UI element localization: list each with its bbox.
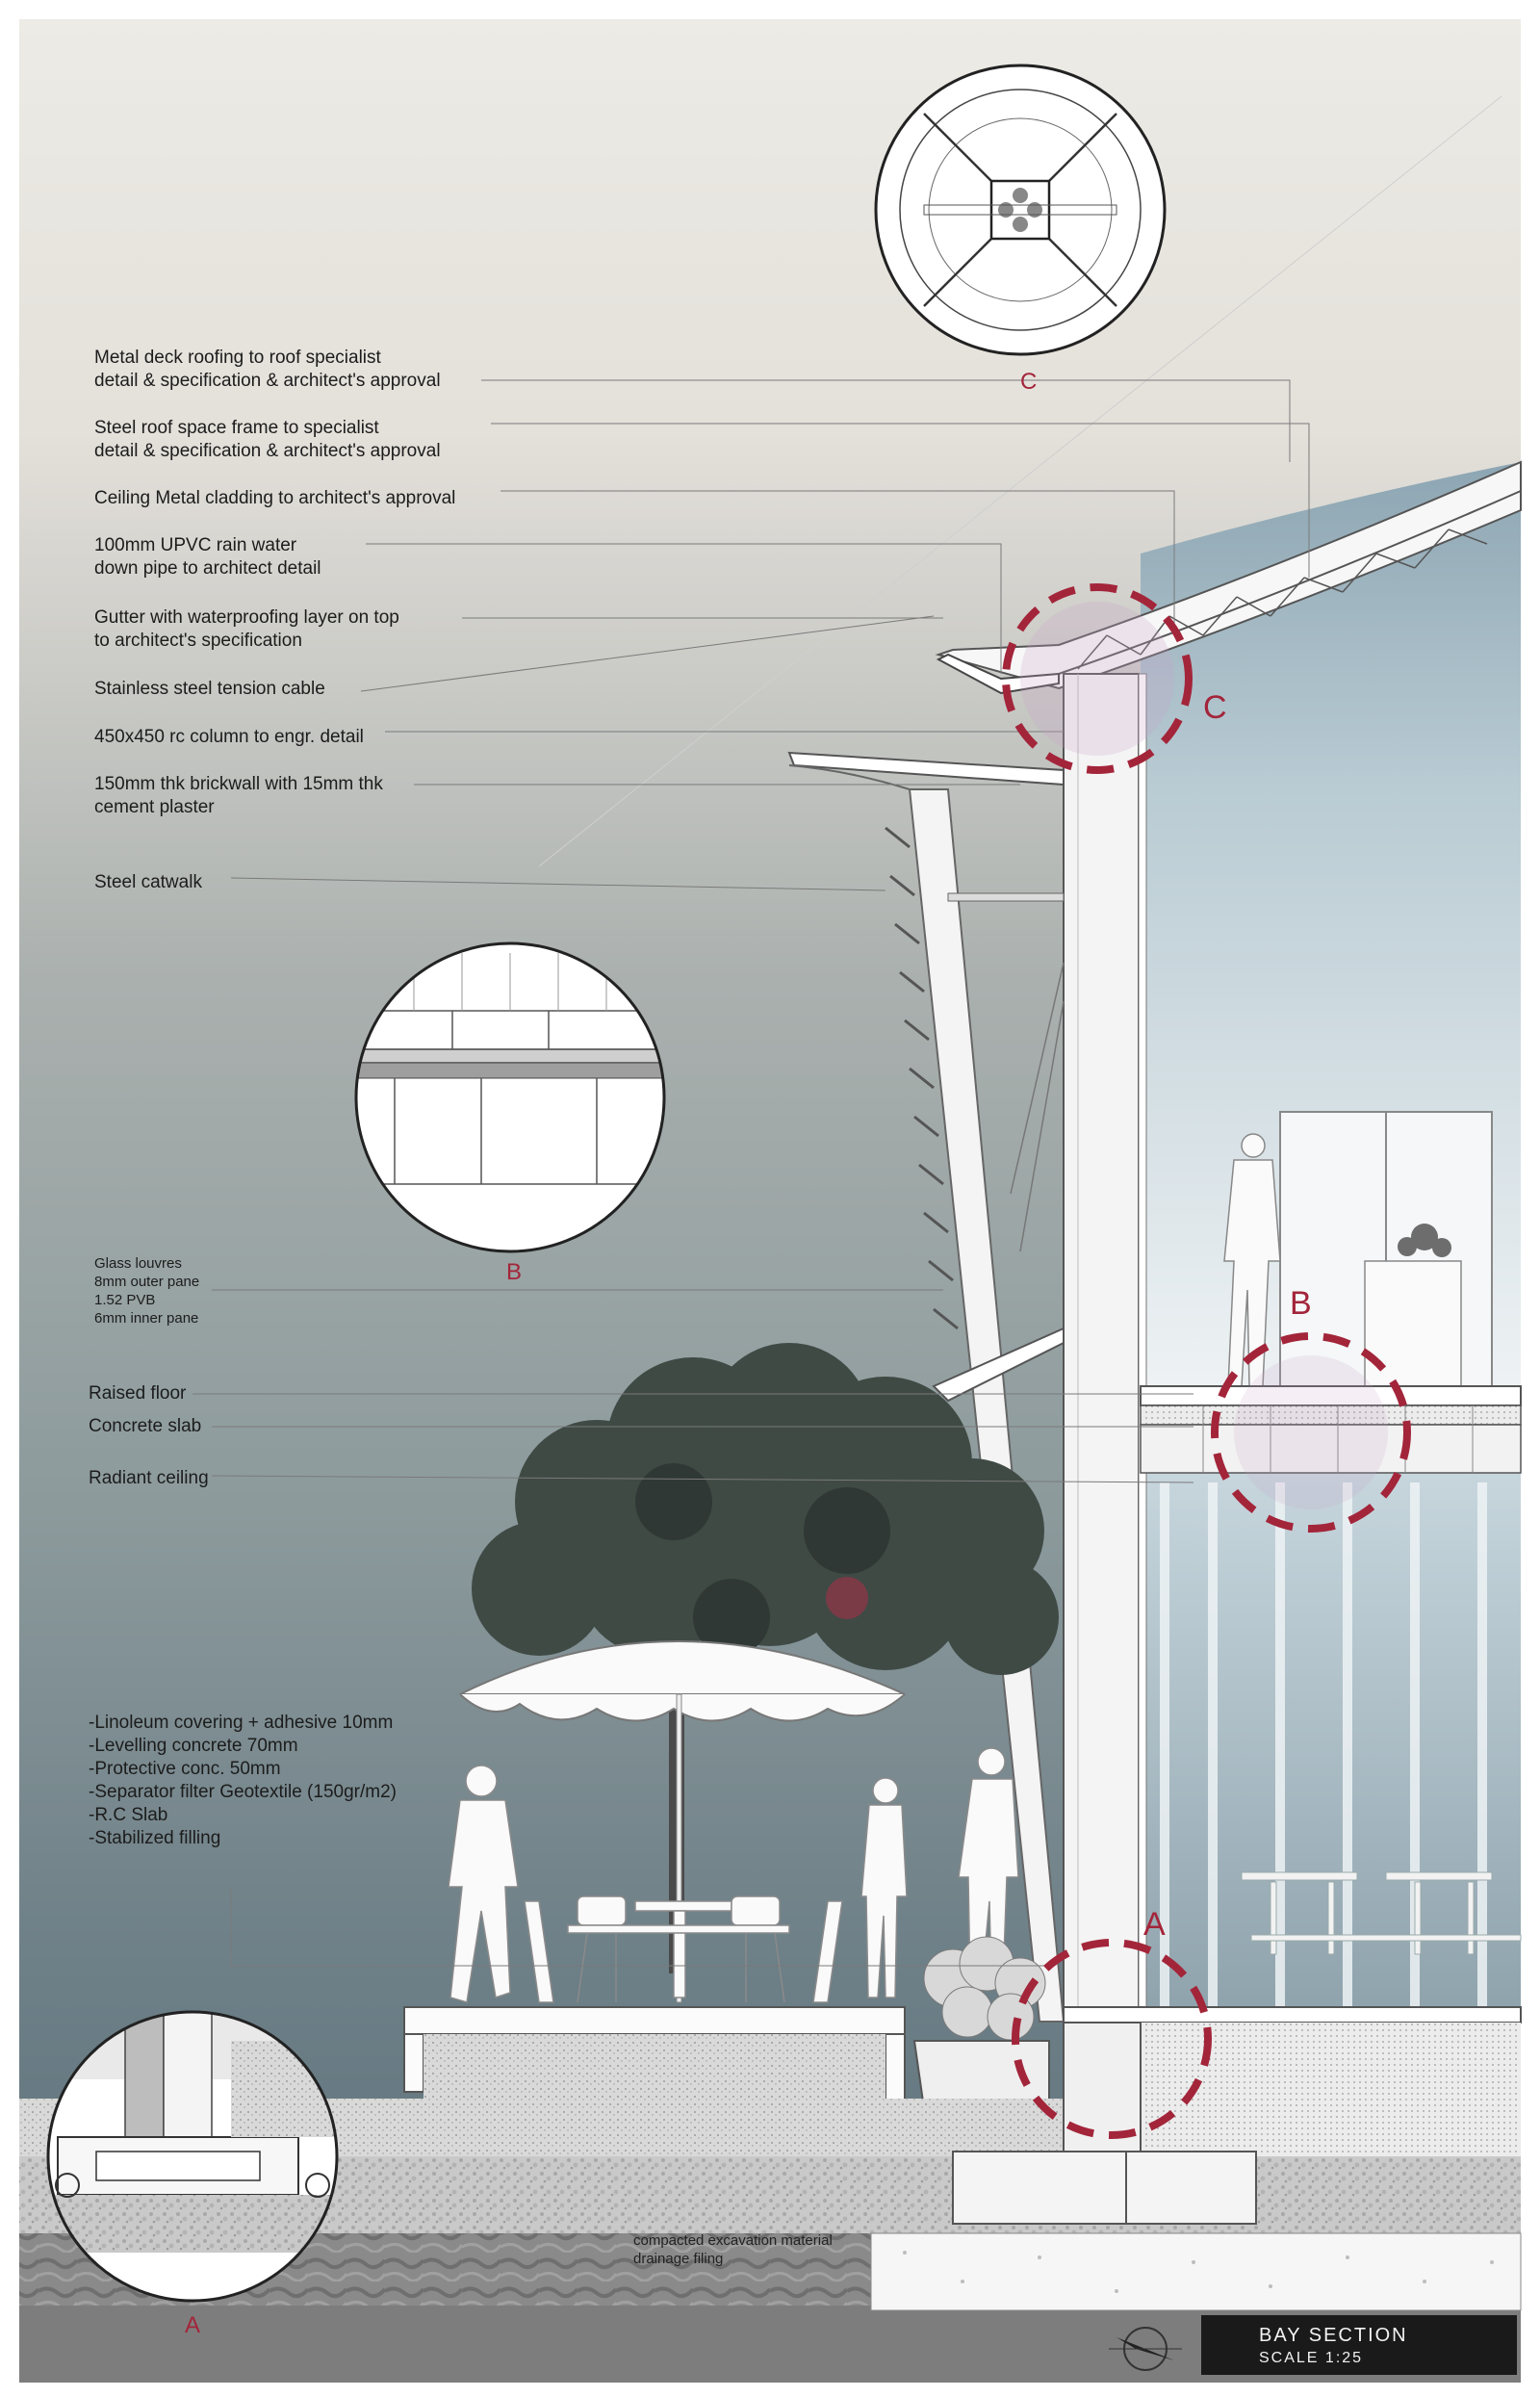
drawing-scale: SCALE 1:25 [1259, 2350, 1364, 2366]
marker-b-label: B [1290, 1285, 1312, 1322]
callout-column: 450x450 rc column to engr. detail [94, 727, 364, 747]
floor-spec-list: -Linoleum covering + adhesive 10mm -Leve… [89, 1712, 397, 1850]
floor-spec-item: -Protective conc. 50mm [89, 1759, 281, 1779]
drawing-title: BAY SECTION [1259, 2325, 1408, 2346]
title-block: BAY SECTION SCALE 1:25 [1201, 2315, 1517, 2375]
detail-c-label: C [1020, 369, 1038, 395]
north-arrow-icon [1109, 2327, 1182, 2371]
detail-b [356, 943, 664, 1251]
floor-spec-item: -Levelling concrete 70mm [89, 1736, 298, 1756]
marker-c-label: C [1203, 689, 1227, 726]
floor-spec-item: -Linoleum covering + adhesive 10mm [89, 1713, 394, 1733]
callout-catwalk: Steel catwalk [94, 872, 202, 892]
callout-tension-cable: Stainless steel tension cable [94, 679, 325, 699]
callout-concrete-slab: Concrete slab [89, 1416, 202, 1436]
marker-a-label: A [1143, 1906, 1166, 1943]
floor-spec-item: -Stabilized filling [89, 1828, 221, 1848]
callout-raised-floor: Raised floor [89, 1383, 187, 1404]
detail-a-label: A [185, 2312, 201, 2338]
floor-spec-item: -Separator filter Geotextile (150gr/m2) [89, 1782, 397, 1802]
detail-a [48, 2012, 337, 2301]
callout-radiant-ceiling: Radiant ceiling [89, 1468, 209, 1488]
detail-c [876, 65, 1165, 354]
ground-fill-label: compacted excavation material drainage f… [633, 2232, 833, 2267]
detail-b-label: B [506, 1259, 523, 1285]
callout-ceiling: Ceiling Metal cladding to architect's ap… [94, 488, 456, 508]
floor-spec-item: -R.C Slab [89, 1805, 168, 1825]
